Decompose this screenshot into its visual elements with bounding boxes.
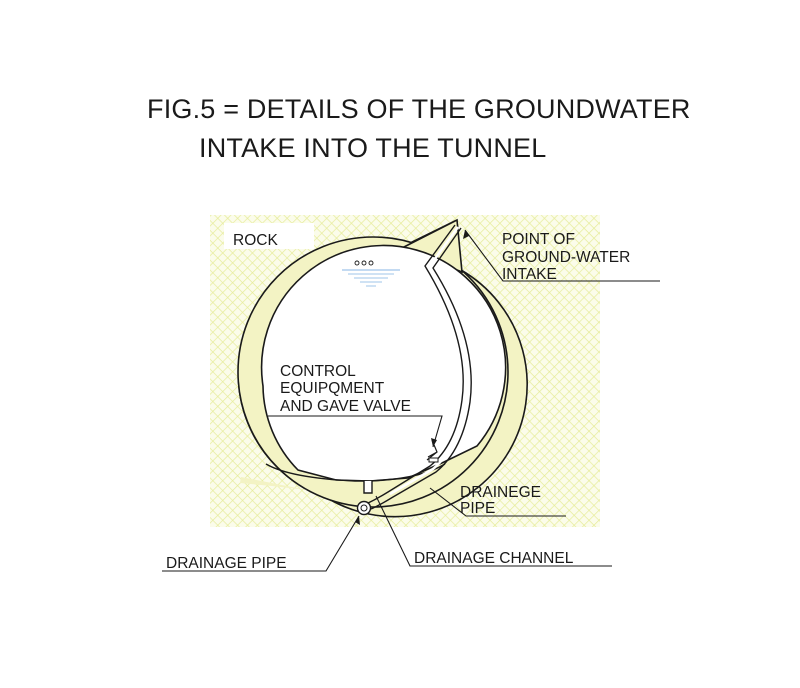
- drainege-pipe-label-line-1: DRAINEGE: [460, 484, 541, 501]
- leader-arrowheads: [355, 230, 469, 525]
- intake-label-line-3: INTAKE: [502, 266, 557, 283]
- drainage-channel-label: DRAINAGE CHANNEL: [414, 550, 574, 567]
- drainege-pipe-label-line-2: PIPE: [460, 500, 495, 517]
- control-label-line-3: AND GAVE VALVE: [280, 398, 411, 415]
- rock-label: ROCK: [233, 232, 278, 249]
- drainage-pipe-outlet: [356, 500, 372, 516]
- control-label-line-1: CONTROL: [280, 363, 356, 380]
- drainage-pipe-right-inner: [370, 227, 472, 510]
- rock-label-background: [224, 223, 314, 249]
- gate-valve: [428, 457, 439, 463]
- water-surface-symbol: [342, 260, 400, 287]
- figure-title-line-2: INTAKE INTO THE TUNNEL: [199, 133, 547, 163]
- lining-flat-invert: [240, 477, 307, 490]
- drainage-pipe-right-outer: [367, 224, 464, 504]
- figure-title-line-1: FIG.5 = DETAILS OF THE GROUNDWATER: [147, 94, 691, 124]
- drainage-channel: [363, 481, 373, 494]
- leader-lines: [162, 229, 660, 572]
- drainage-pipe-outlet-inner: [360, 504, 368, 512]
- drainage-pipe-right-core: [389, 226, 469, 496]
- intake-label-line-2: GROUND-WATER: [502, 249, 630, 266]
- drainage-pipe-label: DRAINAGE PIPE: [166, 555, 287, 572]
- intake-label-line-1: POINT OF: [502, 231, 575, 248]
- control-label-line-2: EQUIPQMENT: [280, 380, 385, 397]
